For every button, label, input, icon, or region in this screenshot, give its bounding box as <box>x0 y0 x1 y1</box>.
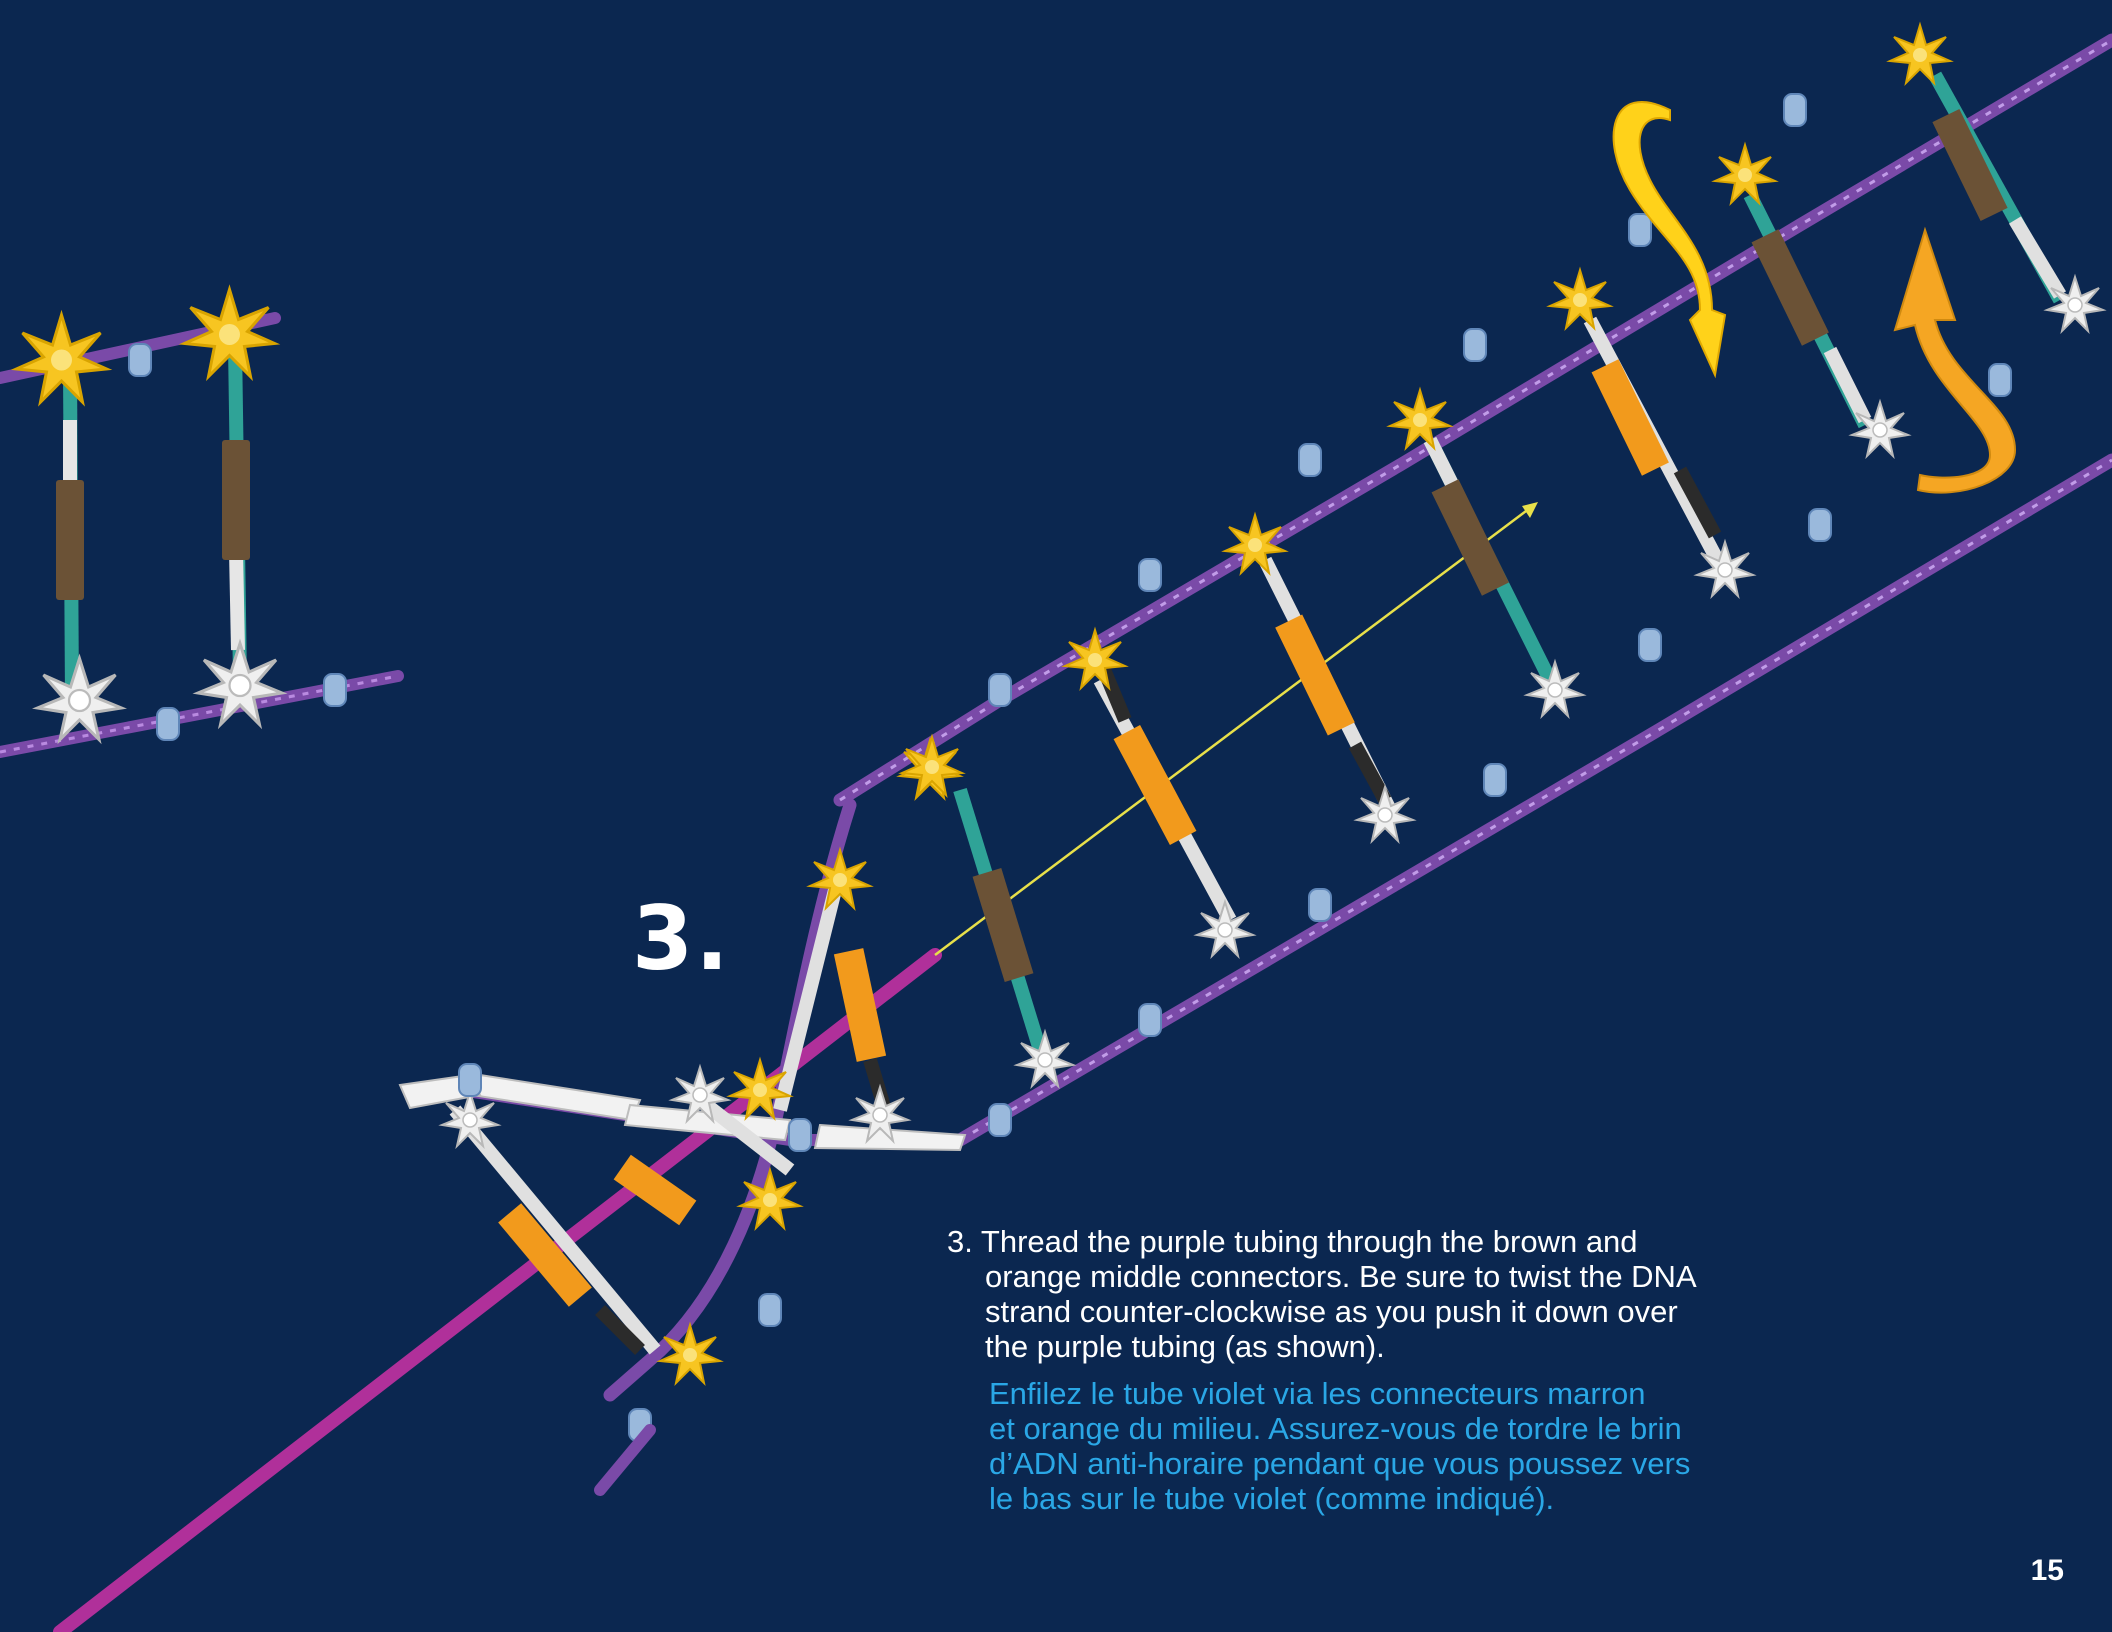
rung <box>1265 560 1390 810</box>
left-ladder-segment <box>0 290 398 753</box>
rung <box>1100 660 1230 920</box>
instructions: 3. Thread the purple tubing through the … <box>947 1224 1797 1516</box>
english-instructions: 3. Thread the purple tubing through the … <box>947 1224 1797 1364</box>
french-line: Enfilez le tube violet via les connecteu… <box>989 1376 1797 1411</box>
french-instructions: Enfilez le tube violet via les connecteu… <box>947 1376 1797 1516</box>
english-line: the purple tubing (as shown). <box>947 1329 1797 1364</box>
twist-arrow-up-icon <box>1895 230 2015 493</box>
dna-ladder-main <box>840 25 2112 1140</box>
guide-arrow-icon <box>935 502 1538 955</box>
rung <box>960 790 1040 1050</box>
french-line: le bas sur le tube violet (comme indiqué… <box>989 1481 1797 1516</box>
rung <box>1750 195 1865 425</box>
rung <box>1590 320 1720 565</box>
english-line: orange middle connectors. Be sure to twi… <box>947 1259 1797 1294</box>
english-line: 3. Thread the purple tubing through the … <box>947 1224 1797 1259</box>
english-line: strand counter-clockwise as you push it … <box>947 1294 1797 1329</box>
french-line: d’ADN anti-horaire pendant que vous pous… <box>989 1446 1797 1481</box>
purple-tubing <box>60 955 935 1632</box>
page-number: 15 <box>2031 1554 2064 1588</box>
step-number: 3. <box>632 895 731 983</box>
rung <box>1430 440 1550 680</box>
french-line: et orange du milieu. Assurez-vous de tor… <box>989 1411 1797 1446</box>
